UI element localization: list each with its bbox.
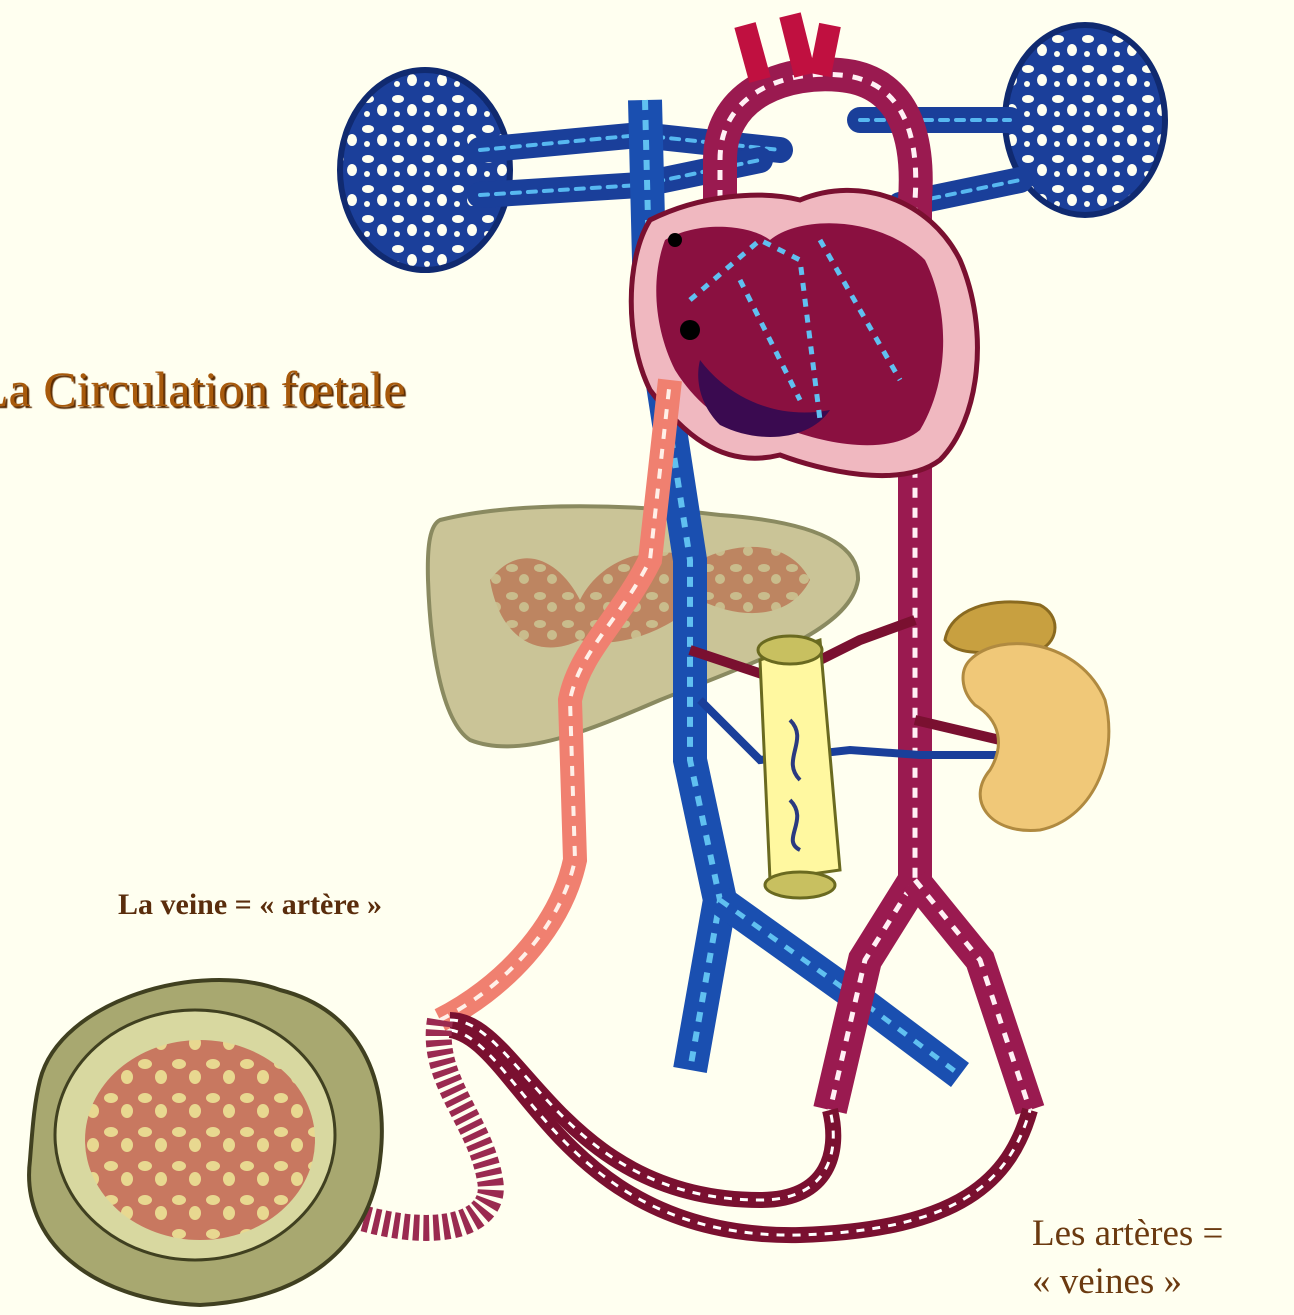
umbilical-vein-label: La veine = « artère » xyxy=(118,888,382,922)
placenta-vessels xyxy=(85,1040,315,1240)
umbilical-arteries-label-line1: Les artères = xyxy=(1032,1210,1223,1258)
left-lung xyxy=(340,70,510,270)
intestine xyxy=(758,636,840,898)
pulmonary-vessels xyxy=(480,120,1020,205)
umbilical-arteries-label: Les artères = « veines » xyxy=(1032,1210,1223,1306)
umbilical-arteries-label-line2: « veines » xyxy=(1032,1258,1223,1306)
diagram-title: La Circulation fœtale xyxy=(0,360,406,418)
